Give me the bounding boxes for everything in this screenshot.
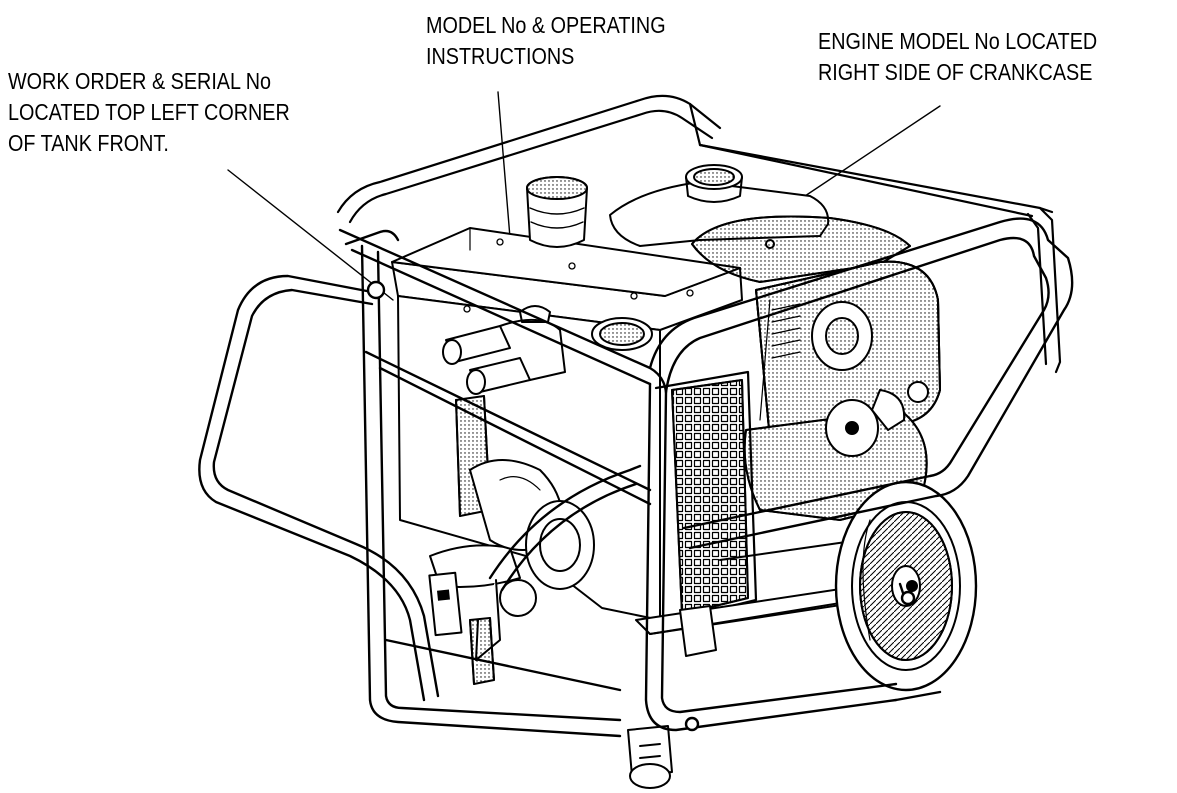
- engine-leader-line: [802, 106, 940, 198]
- work-order-serial-callout: WORK ORDER & SERIAL No LOCATED TOP LEFT …: [8, 66, 290, 159]
- model-callout-line-2: INSTRUCTIONS: [426, 43, 575, 69]
- right-wheel: [836, 482, 976, 690]
- work-order-leader-line: [228, 170, 393, 300]
- model-instructions-callout: MODEL No & OPERATING INSTRUCTIONS: [426, 10, 666, 72]
- work-order-callout-line-2: LOCATED TOP LEFT CORNER: [8, 99, 290, 125]
- hydraulic-tank: [392, 177, 742, 620]
- tank-bolts: [464, 239, 693, 312]
- radiator-grille: [656, 372, 756, 622]
- work-order-callout-line-1: WORK ORDER & SERIAL No: [8, 68, 272, 94]
- engine: [610, 165, 940, 520]
- front-frame: [199, 219, 1072, 736]
- pressure-gauge: [592, 318, 652, 350]
- front-castor-wheel: [628, 726, 672, 788]
- engine-callout-line-2: RIGHT SIDE OF CRANKCASE: [818, 59, 1093, 85]
- lower-pipework: [470, 618, 494, 684]
- work-order-callout-line-3: OF TANK FRONT.: [8, 130, 169, 156]
- model-callout-line-1: MODEL No & OPERATING: [426, 12, 666, 38]
- engine-callout-line-1: ENGINE MODEL No LOCATED: [818, 28, 1098, 54]
- rear-frame: [338, 96, 1060, 372]
- filler-cap: [527, 177, 587, 247]
- engine-model-callout: ENGINE MODEL No LOCATED RIGHT SIDE OF CR…: [818, 26, 1097, 88]
